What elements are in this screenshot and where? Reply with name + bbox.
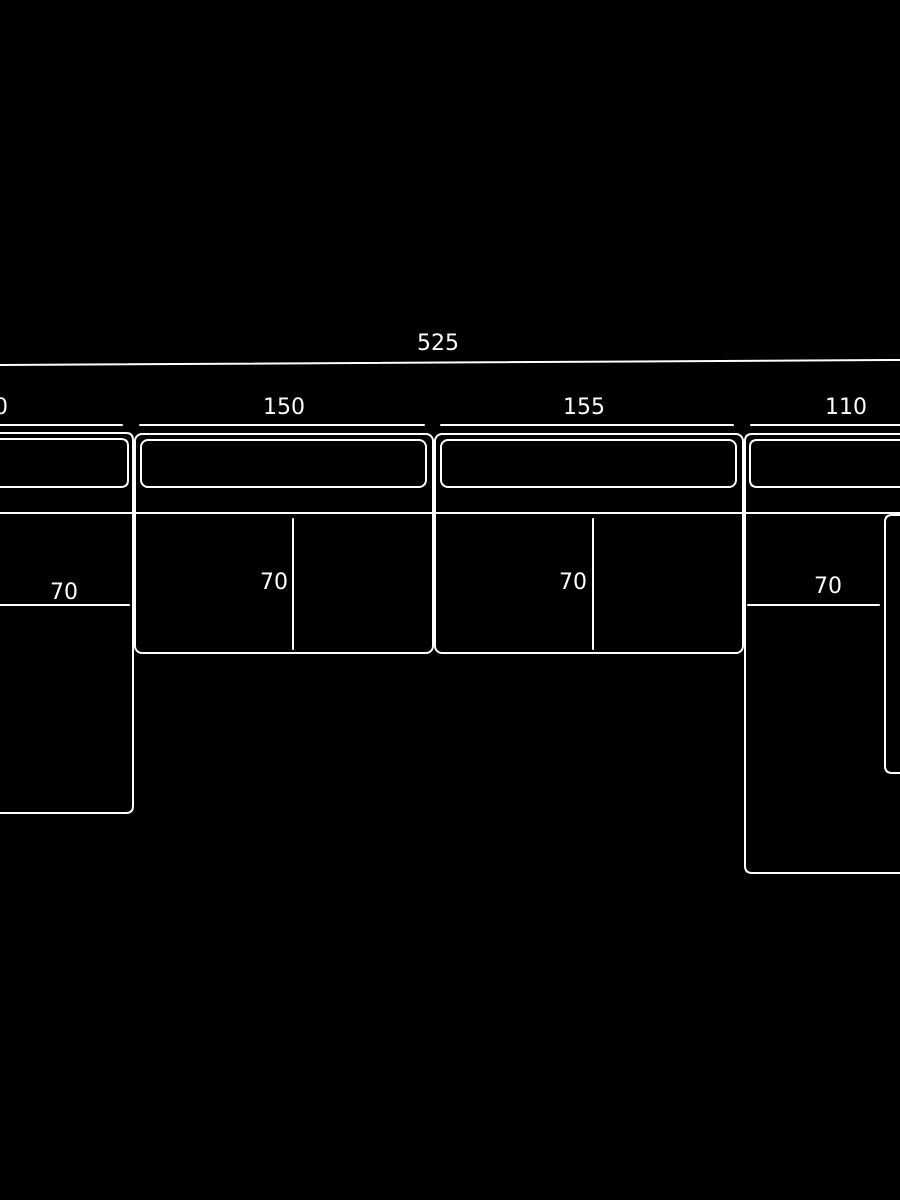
middle-module-1-backrest-cushion: [140, 439, 427, 488]
total-width-dimension-line: [0, 359, 900, 366]
right-chaise-armrest: [884, 514, 900, 774]
left-chaise-backrest-cushion: [0, 438, 129, 488]
right-chaise-depth-label: 70: [814, 574, 842, 599]
middle-module-2-depth-label: 70: [559, 570, 587, 595]
left-chaise-depth-label: 70: [50, 580, 78, 605]
segment-right-width-label: 110: [825, 395, 867, 420]
segment-1-width-label: 150: [263, 395, 305, 420]
segment-2-width-label: 155: [563, 395, 605, 420]
left-chaise-module-outline: [0, 432, 134, 814]
middle-module-1-depth-label: 70: [260, 570, 288, 595]
middle-module-2-outline: [434, 433, 744, 654]
middle-module-2-backrest-cushion: [440, 439, 737, 488]
middle-module-1-outline: [134, 433, 434, 654]
segment-left-width-label: 0: [0, 395, 8, 420]
right-chaise-backrest-cushion: [749, 439, 900, 488]
right-chaise-module-outline: [744, 433, 900, 874]
total-width-label: 525: [417, 331, 459, 356]
